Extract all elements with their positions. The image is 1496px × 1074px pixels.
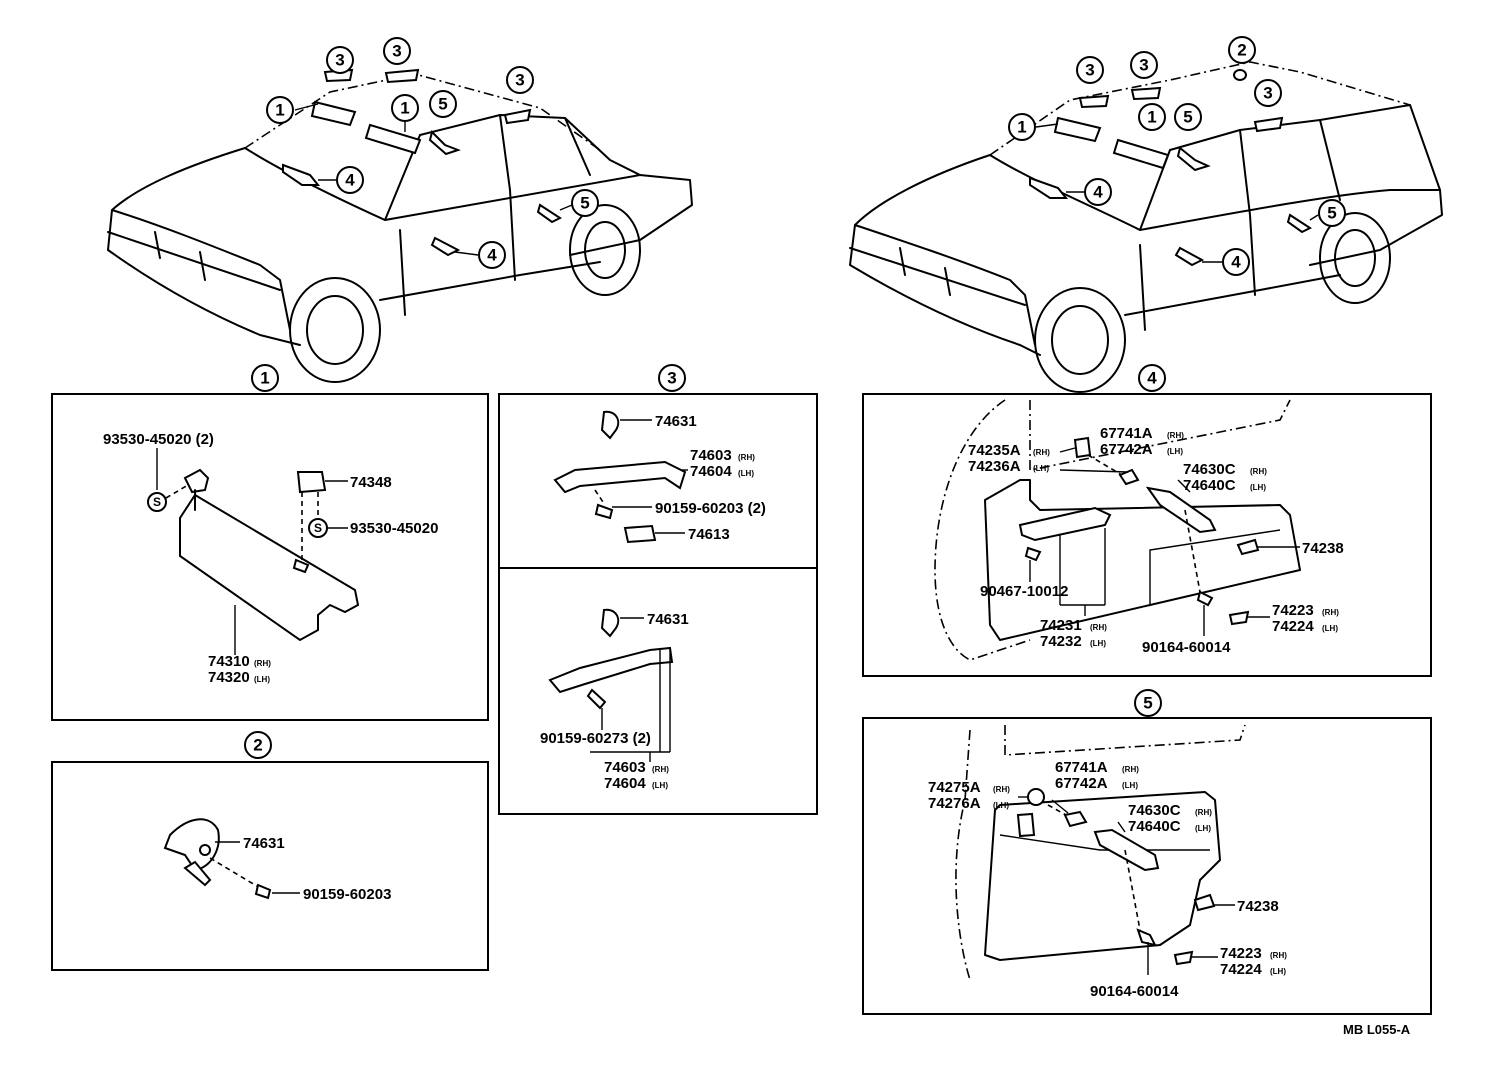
svg-text:90159-60203 (2): 90159-60203 (2)	[655, 500, 766, 517]
sedan-illustration	[107, 68, 693, 383]
svg-text:74231: 74231	[1040, 617, 1082, 634]
svg-text:74238: 74238	[1302, 540, 1344, 557]
svg-text:1: 1	[1147, 108, 1156, 127]
svg-text:74630C: 74630C	[1183, 461, 1236, 478]
svg-text:(LH): (LH)	[1322, 624, 1338, 633]
svg-text:74235A: 74235A	[968, 442, 1021, 459]
svg-text:(LH): (LH)	[1250, 483, 1266, 492]
svg-text:(LH): (LH)	[993, 801, 1009, 810]
svg-text:5: 5	[1143, 694, 1152, 713]
svg-text:74640C: 74640C	[1183, 477, 1236, 494]
svg-text:(LH): (LH)	[1195, 824, 1211, 833]
svg-text:S: S	[153, 495, 161, 509]
svg-text:1: 1	[275, 101, 284, 120]
svg-text:4: 4	[1093, 183, 1103, 202]
panel-4-front-door-armrest: 4 74235A (RH) 74236A (LH) 67741A (RH) 67742…	[862, 364, 1432, 677]
svg-text:74223: 74223	[1272, 602, 1314, 619]
svg-text:5: 5	[1183, 108, 1192, 127]
svg-text:(RH): (RH)	[1033, 448, 1050, 457]
svg-text:90159-60203: 90159-60203	[303, 886, 391, 903]
svg-text:74348: 74348	[350, 474, 392, 491]
svg-text:74631: 74631	[243, 835, 285, 852]
svg-text:74320: 74320	[208, 669, 250, 686]
panel-3-assist-grip: 3 74631 74603 (RH) 74604 (LH) 90159-60203 …	[498, 364, 818, 815]
svg-text:74640C: 74640C	[1128, 818, 1181, 835]
svg-text:(RH): (RH)	[1090, 623, 1107, 632]
svg-text:90159-60273 (2): 90159-60273 (2)	[540, 730, 651, 747]
svg-text:(LH): (LH)	[1270, 967, 1286, 976]
svg-text:1: 1	[1017, 118, 1026, 137]
svg-text:74631: 74631	[655, 413, 697, 430]
svg-text:(RH): (RH)	[1167, 431, 1184, 440]
svg-text:(RH): (RH)	[652, 765, 669, 774]
svg-text:74223: 74223	[1220, 945, 1262, 962]
svg-text:(RH): (RH)	[1250, 467, 1267, 476]
svg-text:(LH): (LH)	[1090, 639, 1106, 648]
svg-text:4: 4	[345, 171, 355, 190]
svg-text:4: 4	[1147, 369, 1157, 388]
svg-text:(LH): (LH)	[652, 781, 668, 790]
svg-text:(RH): (RH)	[254, 659, 271, 668]
svg-text:74232: 74232	[1040, 633, 1082, 650]
svg-text:(RH): (RH)	[1322, 608, 1339, 617]
svg-text:90164-60014: 90164-60014	[1090, 983, 1179, 1000]
svg-text:2: 2	[253, 736, 262, 755]
svg-text:67742A: 67742A	[1100, 441, 1153, 458]
svg-text:74603: 74603	[690, 447, 732, 464]
svg-text:67742A: 67742A	[1055, 775, 1108, 792]
svg-text:3: 3	[1139, 56, 1148, 75]
panel-5-rear-door: 5 74275A (RH) 74276A (LH) 67741A (RH) 67742…	[862, 689, 1432, 1015]
svg-text:74238: 74238	[1237, 898, 1279, 915]
svg-text:5: 5	[580, 194, 589, 213]
svg-text:(RH): (RH)	[1122, 765, 1139, 774]
svg-text:(LH): (LH)	[1122, 781, 1138, 790]
svg-text:(LH): (LH)	[1033, 464, 1049, 473]
wagon-illustration	[849, 61, 1443, 393]
svg-text:74276A: 74276A	[928, 795, 981, 812]
svg-text:3: 3	[1085, 61, 1094, 80]
svg-text:(RH): (RH)	[738, 453, 755, 462]
svg-text:74631: 74631	[647, 611, 689, 628]
svg-text:3: 3	[335, 51, 344, 70]
svg-text:74275A: 74275A	[928, 779, 981, 796]
svg-text:1: 1	[400, 99, 409, 118]
svg-text:74224: 74224	[1272, 618, 1314, 635]
svg-text:4: 4	[487, 246, 497, 265]
panel-1-sun-visor: 1 S S 93530-45020 (2) 74348 93530-45020 …	[51, 364, 489, 721]
svg-text:74603: 74603	[604, 759, 646, 776]
svg-text:(RH): (RH)	[1195, 808, 1212, 817]
svg-text:67741A: 67741A	[1100, 425, 1153, 442]
svg-text:S: S	[314, 521, 322, 535]
svg-text:5: 5	[1327, 204, 1336, 223]
svg-text:74310: 74310	[208, 653, 250, 670]
svg-text:74604: 74604	[604, 775, 646, 792]
svg-text:2: 2	[1237, 41, 1246, 60]
callout-markers: 1 1 3 3 3 5 4 5 4 1 1 3 3 2 3 5 4 5 4	[266, 36, 1346, 276]
svg-text:(RH): (RH)	[1270, 951, 1287, 960]
svg-text:74224: 74224	[1220, 961, 1262, 978]
svg-text:4: 4	[1231, 253, 1241, 272]
svg-text:93530-45020 (2): 93530-45020 (2)	[103, 431, 214, 448]
svg-text:74613: 74613	[688, 526, 730, 543]
svg-text:3: 3	[667, 369, 676, 388]
svg-text:(RH): (RH)	[993, 785, 1010, 794]
svg-text:1: 1	[260, 369, 269, 388]
figure-code: MB L055-A	[1343, 1022, 1411, 1037]
svg-text:(LH): (LH)	[1167, 447, 1183, 456]
svg-text:3: 3	[515, 71, 524, 90]
svg-text:3: 3	[392, 42, 401, 61]
panel-2-coat-hook: 2 74631 90159-60203	[51, 731, 489, 971]
svg-text:3: 3	[1263, 84, 1272, 103]
svg-text:90164-60014: 90164-60014	[1142, 639, 1231, 656]
svg-text:74604: 74604	[690, 463, 732, 480]
svg-text:90467-10012: 90467-10012	[980, 583, 1068, 600]
svg-text:(LH): (LH)	[254, 675, 270, 684]
svg-text:5: 5	[438, 95, 447, 114]
svg-text:(LH): (LH)	[738, 469, 754, 478]
svg-text:74236A: 74236A	[968, 458, 1021, 475]
svg-text:93530-45020: 93530-45020	[350, 520, 438, 537]
svg-text:67741A: 67741A	[1055, 759, 1108, 776]
svg-text:74630C: 74630C	[1128, 802, 1181, 819]
